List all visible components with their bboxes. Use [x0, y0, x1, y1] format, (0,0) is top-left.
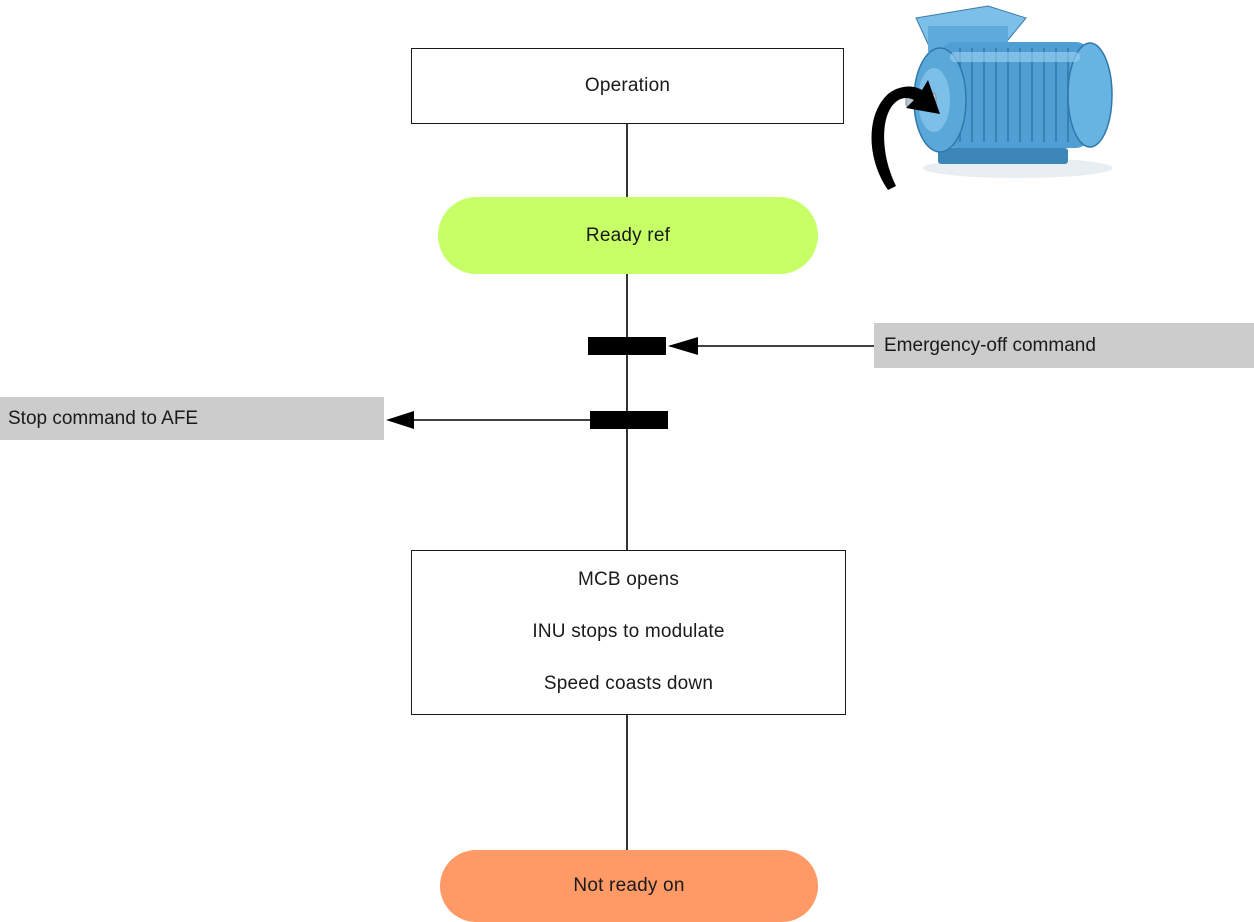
rotation-arrow-icon: [871, 80, 940, 190]
emergency-off-label: Emergency-off command: [884, 334, 1096, 356]
mcb-line-3: Speed coasts down: [543, 673, 714, 694]
stop-afe-label: Stop command to AFE: [8, 407, 199, 429]
operation-label: Operation: [584, 75, 671, 96]
arrowhead-emergency: [668, 337, 698, 355]
transition-bar-emergency: [588, 337, 666, 355]
arrowhead-stop-afe: [386, 411, 414, 429]
mcb-action-box: MCB opens INU stops to modulate Speed co…: [411, 550, 846, 715]
not-ready-on-state: Not ready on: [440, 850, 818, 922]
operation-box: Operation: [411, 48, 844, 124]
mcb-line-2: INU stops to modulate: [532, 621, 725, 642]
stop-afe-signal: Stop command to AFE: [0, 397, 384, 440]
transition-bar-stop-afe: [590, 411, 668, 429]
not-ready-on-label: Not ready on: [573, 875, 685, 896]
emergency-off-signal: Emergency-off command: [874, 323, 1254, 368]
mcb-line-1: MCB opens: [577, 569, 680, 590]
ready-ref-state: Ready ref: [438, 197, 818, 274]
ready-ref-label: Ready ref: [585, 224, 671, 246]
